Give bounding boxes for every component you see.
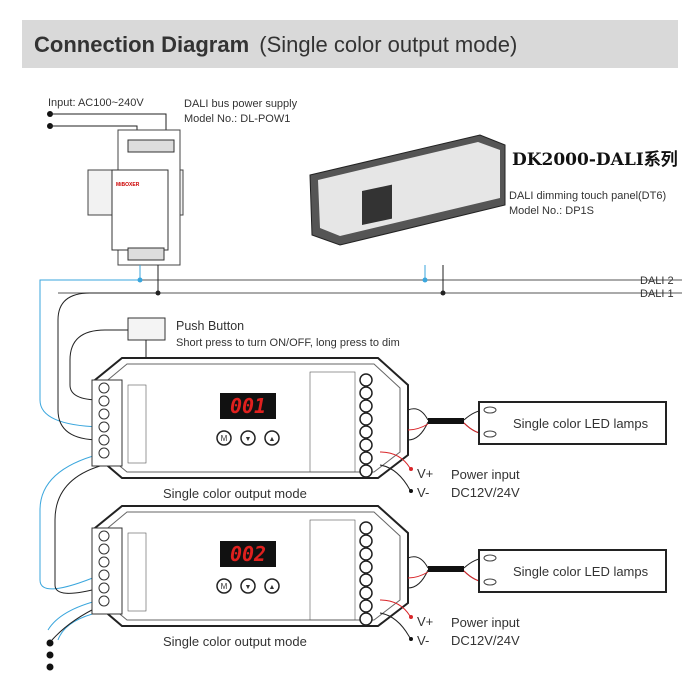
svg-text:▲: ▲ (269, 584, 276, 591)
power-input-label: Power input (451, 615, 520, 630)
display-screen (220, 541, 276, 567)
led-lamps-label: Single color LED lamps (513, 416, 649, 431)
vplus-label: V+ (417, 614, 433, 629)
push-button-desc: Short press to turn ON/OFF, long press t… (176, 337, 400, 349)
led-lamps-box (478, 401, 667, 445)
vplus-label: V+ (417, 466, 433, 481)
panel-name: DALI dimming touch panel(DT6) (509, 190, 666, 202)
panel-series-title: DK2000-DALI系列 (512, 149, 678, 170)
page-title: Connection Diagram (Single color output … (34, 32, 517, 57)
power-supply-name: DALI bus power supply (184, 98, 298, 110)
push-button-device (127, 317, 166, 341)
ac-input-label: Input: AC100~240V (48, 97, 144, 109)
dali-controller-2: 002 M ▼ ▲ Single color output mode Singl… (91, 505, 667, 649)
voltage-label: DC12V/24V (451, 485, 520, 500)
up-button[interactable]: ▲ (264, 430, 280, 446)
led-lamps-box (478, 549, 667, 593)
led-lamps-label: Single color LED lamps (513, 564, 649, 579)
power-input-label: Power input (451, 467, 520, 482)
dali1-label: DALI 1 (640, 288, 674, 300)
push-button-label: Push Button (176, 319, 244, 333)
down-button[interactable]: ▼ (240, 578, 256, 594)
vminus-label: V- (417, 485, 429, 500)
svg-text:▼: ▼ (245, 584, 252, 591)
svg-text:▲: ▲ (269, 436, 276, 443)
voltage-label: DC12V/24V (451, 633, 520, 648)
up-button[interactable]: ▲ (264, 578, 280, 594)
svg-text:M: M (221, 582, 228, 591)
power-supply-model: Model No.: DL-POW1 (184, 113, 290, 125)
display-screen (220, 393, 276, 419)
dali-power-supply-device: MiBOXER (87, 129, 184, 266)
header-bar (22, 20, 678, 68)
svg-text:MiBOXER: MiBOXER (116, 182, 140, 188)
panel-model: Model No.: DP1S (509, 205, 594, 217)
controller-caption: Single color output mode (163, 486, 307, 501)
svg-text:▼: ▼ (245, 436, 252, 443)
dali2-label: DALI 2 (640, 275, 674, 287)
dali-controller-1: 001 M ▼ ▲ Single color output mode Singl… (91, 357, 667, 501)
dali-touch-panel-device (309, 134, 506, 246)
down-button[interactable]: ▼ (240, 430, 256, 446)
address-display: 001 (230, 394, 266, 418)
controller-caption: Single color output mode (163, 634, 307, 649)
address-display: 002 (230, 542, 266, 566)
m-button[interactable]: M (216, 578, 232, 594)
svg-text:M: M (221, 434, 228, 443)
vminus-label: V- (417, 633, 429, 648)
m-button[interactable]: M (216, 430, 232, 446)
